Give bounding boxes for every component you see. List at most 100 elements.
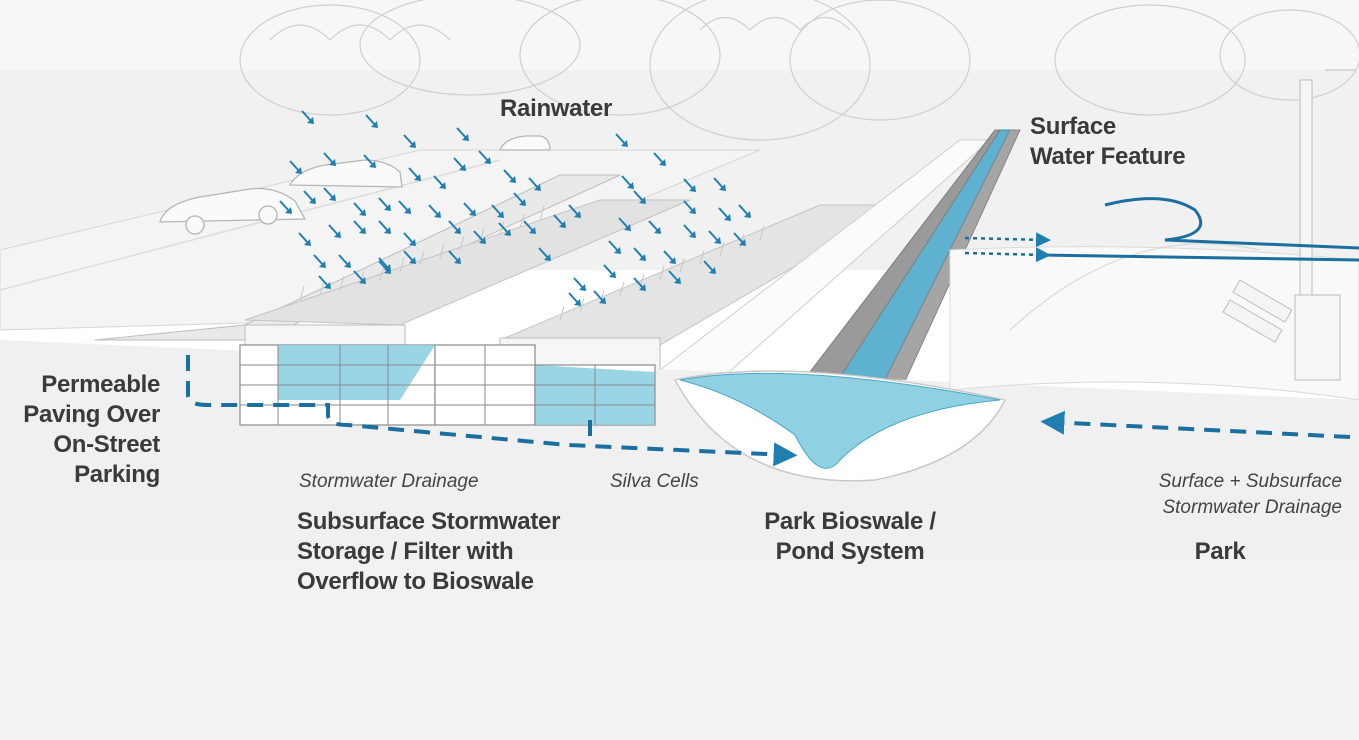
label-line: Pond System bbox=[775, 538, 925, 565]
label-line: Surface bbox=[1030, 113, 1116, 140]
rain-arrow-icon bbox=[633, 247, 646, 261]
rain-arrow-icon bbox=[663, 250, 676, 264]
rain-arrow-icon bbox=[648, 220, 661, 234]
rain-arrow-icon bbox=[491, 204, 504, 218]
rain-arrow-icon bbox=[403, 232, 416, 246]
rain-arrow-icon bbox=[301, 110, 314, 124]
rain-arrow-icon bbox=[323, 152, 336, 166]
rain-arrow-icon bbox=[528, 177, 541, 191]
label-stormwater-drainage: Stormwater Drainage bbox=[299, 471, 479, 492]
planter-left-top bbox=[94, 174, 621, 341]
label-surface-water-feature: Surface Water Feature bbox=[1030, 112, 1186, 172]
park-stream-lower bbox=[1039, 253, 1359, 262]
rain-arrow-icon bbox=[328, 224, 341, 238]
rain-arrow-icon bbox=[573, 277, 586, 291]
rain-arrow-icon bbox=[718, 207, 731, 221]
label-permeable-paving: Permeable Paving Over On-Street Parking bbox=[0, 370, 160, 490]
rain-arrow-icon bbox=[353, 202, 366, 216]
rain-arrow-icon bbox=[733, 232, 746, 246]
rain-arrow-icon bbox=[473, 230, 486, 244]
rain-arrow-icon bbox=[365, 114, 378, 128]
rain-arrow-icon bbox=[303, 190, 316, 204]
rain-arrow-icon bbox=[428, 204, 441, 218]
rain-arrow-icon bbox=[683, 178, 696, 192]
rain-arrow-icon bbox=[448, 250, 461, 264]
rain-arrow-icon bbox=[608, 240, 621, 254]
rain-arrow-icon bbox=[378, 220, 391, 234]
rain-arrow-icon bbox=[683, 200, 696, 214]
label-silva-cells: Silva Cells bbox=[610, 471, 699, 492]
label-park: Park bbox=[1194, 538, 1246, 565]
rain-arrow-icon bbox=[668, 270, 681, 284]
label-surface-subsurface-drainage: Surface + Subsurface Stormwater Drainage bbox=[1090, 469, 1342, 521]
rain-arrow-icon bbox=[713, 177, 726, 191]
label-line: Park Bioswale / bbox=[764, 508, 936, 535]
rain-arrow-icon bbox=[403, 134, 416, 148]
label-line: On-Street bbox=[53, 431, 160, 458]
label-line: Subsurface Stormwater bbox=[297, 508, 561, 535]
rain-arrow-icon bbox=[313, 254, 326, 268]
label-line: Stormwater Drainage bbox=[1162, 497, 1342, 518]
rain-arrow-icon bbox=[498, 222, 511, 236]
tree-canopy-sketch bbox=[239, 0, 1359, 141]
label-rainwater: Rainwater bbox=[500, 95, 613, 122]
rain-arrow-icon bbox=[363, 154, 376, 168]
rain-arrow-icon bbox=[538, 247, 551, 261]
rain-arrow-icon bbox=[708, 230, 721, 244]
rain-arrow-icon bbox=[633, 277, 646, 291]
rain-arrow-icon bbox=[553, 214, 566, 228]
rain-arrow-icon bbox=[703, 260, 716, 274]
rain-arrow-icon bbox=[338, 254, 351, 268]
flow-arrow-park-upper bbox=[964, 232, 1051, 248]
rain-arrow-icon bbox=[279, 200, 292, 214]
label-line: Overflow to Bioswale bbox=[297, 568, 534, 595]
rain-arrow-icon bbox=[593, 290, 606, 304]
drainage-flow-lines bbox=[186, 355, 1351, 467]
rain-arrow-icon bbox=[653, 152, 666, 166]
pond-water bbox=[679, 372, 1001, 469]
rain-arrow-icon bbox=[298, 232, 311, 246]
rain-arrow-icon bbox=[683, 224, 696, 238]
lane-line bbox=[0, 159, 501, 291]
label-line: Permeable bbox=[41, 371, 160, 398]
rain-arrow-icon bbox=[289, 160, 302, 174]
rain-arrow-icon bbox=[463, 202, 476, 216]
rain-arrow-icon bbox=[633, 190, 646, 204]
rain-arrow-icon bbox=[523, 220, 536, 234]
label-subsurface-storage: Subsurface Stormwater Storage / Filter w… bbox=[297, 507, 560, 597]
silva-cell-water-left bbox=[278, 345, 435, 400]
rain-arrow-icon bbox=[615, 133, 628, 147]
rain-arrow-icon bbox=[378, 260, 391, 274]
rain-arrow-icon bbox=[568, 292, 581, 306]
rain-arrow-icon bbox=[503, 169, 516, 183]
rain-arrow-icon bbox=[478, 150, 491, 164]
rain-arrow-icon bbox=[621, 175, 634, 189]
rain-arrow-icon bbox=[403, 250, 416, 264]
rain-arrow-icon bbox=[603, 264, 616, 278]
rain-arrow-icon bbox=[456, 127, 469, 141]
label-line: Parking bbox=[74, 461, 160, 488]
rain-arrow-icon bbox=[513, 192, 526, 206]
silva-cells-grid bbox=[239, 344, 656, 426]
rain-arrow-icon bbox=[378, 197, 391, 211]
label-line: Paving Over bbox=[23, 401, 160, 428]
rain-arrow-icon bbox=[738, 204, 751, 218]
sky-band bbox=[0, 0, 1359, 70]
rain-arrow-icon bbox=[318, 275, 331, 289]
rain-arrow-icon bbox=[408, 167, 421, 181]
label-line: Surface + Subsurface bbox=[1158, 471, 1342, 492]
rain-arrow-icon bbox=[433, 175, 446, 189]
park-lawn bbox=[949, 246, 1359, 401]
park-bench-sketch bbox=[1222, 279, 1293, 343]
ground-lower bbox=[0, 560, 1359, 740]
rain-arrow-icon bbox=[568, 204, 581, 218]
rain-arrow-icon bbox=[448, 220, 461, 234]
rain-arrow-icon bbox=[353, 220, 366, 234]
grass-texture bbox=[299, 205, 765, 321]
rain-arrow-icon bbox=[453, 157, 466, 171]
rain-arrow-icon bbox=[323, 187, 336, 201]
label-line: Storage / Filter with bbox=[297, 538, 514, 565]
